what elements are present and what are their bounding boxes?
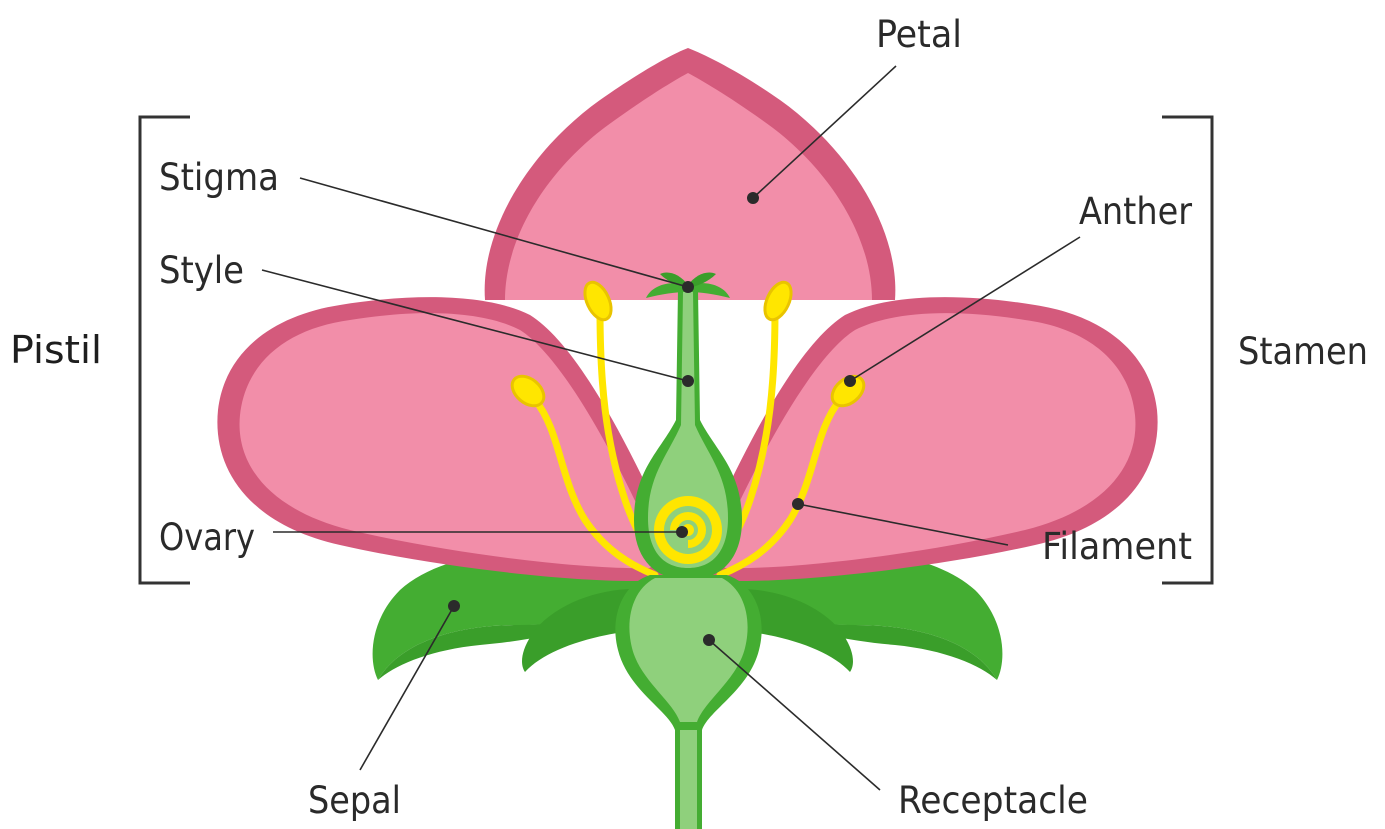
dot-receptacle [703, 634, 715, 646]
back-petal-inner [505, 73, 872, 300]
receptacle-stem [615, 575, 761, 829]
dot-ovary [676, 526, 688, 538]
pistil [634, 272, 742, 580]
label-receptacle: Receptacle [898, 779, 1088, 822]
receptacle-inner [629, 578, 747, 722]
stamen-bracket [1162, 117, 1212, 583]
dot-sepal [448, 600, 460, 612]
dot-stigma [682, 281, 694, 293]
label-anther: Anther [1079, 190, 1192, 233]
dot-petal [747, 192, 759, 204]
dot-style [682, 375, 694, 387]
label-stigma: Stigma [159, 156, 279, 199]
dot-filament [792, 498, 804, 510]
label-style: Style [159, 249, 244, 292]
leader-receptacle [709, 640, 880, 790]
dot-anther [844, 375, 856, 387]
label-stamen: Stamen [1238, 330, 1368, 373]
label-filament: Filament [1042, 525, 1192, 568]
label-pistil: Pistil [10, 328, 102, 372]
label-ovary: Ovary [159, 516, 255, 559]
label-sepal: Sepal [308, 779, 401, 822]
back-petal [485, 48, 896, 300]
label-petal: Petal [876, 13, 962, 56]
